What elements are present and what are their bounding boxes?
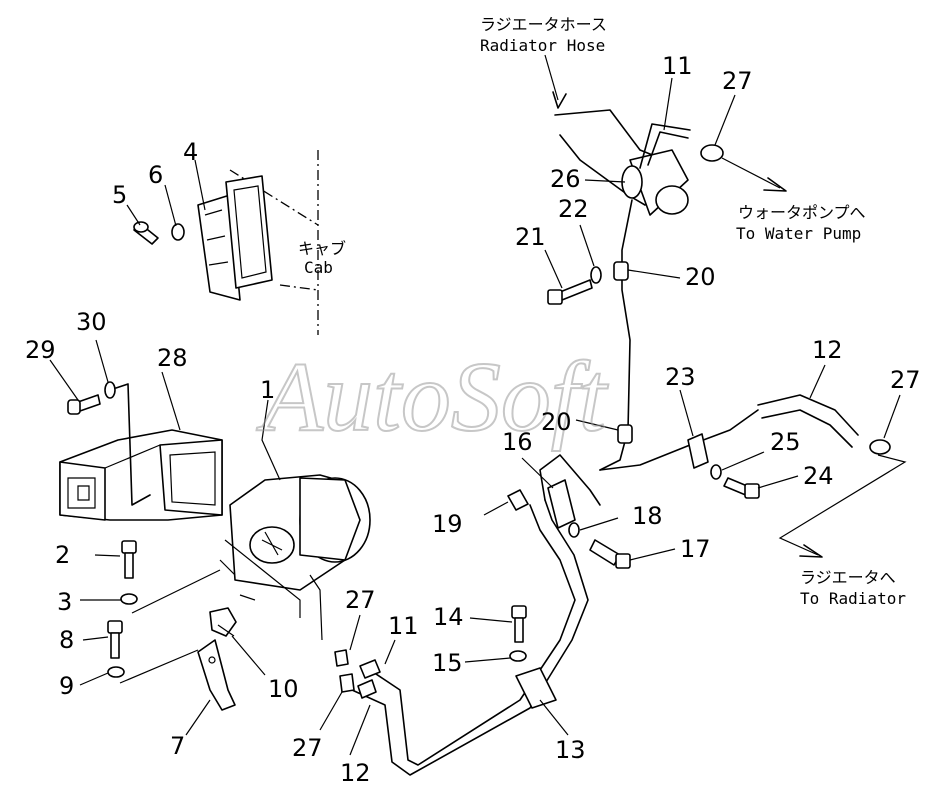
label-water-pump-en: To Water Pump bbox=[736, 224, 861, 243]
part-5-screw bbox=[133, 221, 159, 245]
part-2-bolt bbox=[121, 540, 137, 579]
label-radiator-jp: ラジエータへ bbox=[800, 568, 896, 587]
part-3-washer bbox=[120, 593, 138, 605]
callout-27-radiator: 27 bbox=[890, 366, 921, 394]
callout-21: 21 bbox=[515, 223, 546, 251]
callout-29: 29 bbox=[25, 336, 56, 364]
callout-4: 4 bbox=[183, 138, 198, 166]
callout-2: 2 bbox=[55, 541, 70, 569]
label-radiator-hose-jp: ラジエータホース bbox=[480, 15, 607, 34]
part-11-hose-end-lower bbox=[359, 659, 381, 679]
leader-bolt-2-to-heater bbox=[131, 569, 221, 614]
part-6-washer bbox=[171, 223, 185, 241]
callout-26: 26 bbox=[550, 165, 581, 193]
label-cab-jp: キャブ bbox=[298, 239, 346, 258]
part-27-clamp-upper-right bbox=[869, 439, 891, 455]
callout-3: 3 bbox=[57, 588, 72, 616]
arrow-radiator-hose bbox=[544, 54, 567, 109]
label-radiator-hose-en: Radiator Hose bbox=[480, 36, 605, 55]
part-22-washer bbox=[590, 266, 602, 284]
callout-1: 1 bbox=[260, 376, 275, 404]
part-12-hose-upper bbox=[599, 394, 859, 471]
part-20-clip-upper bbox=[613, 261, 629, 281]
callout-30: 30 bbox=[76, 308, 107, 336]
callout-7: 7 bbox=[170, 732, 185, 760]
callout-8: 8 bbox=[59, 626, 74, 654]
callout-13: 13 bbox=[555, 736, 586, 764]
callout-6: 6 bbox=[148, 161, 163, 189]
callout-27-pump: 27 bbox=[722, 67, 753, 95]
callout-5: 5 bbox=[112, 181, 127, 209]
callout-12-lower: 12 bbox=[340, 759, 371, 787]
part-23-clamp bbox=[687, 433, 709, 469]
part-18-washer bbox=[568, 522, 580, 538]
arrow-to-water-pump bbox=[721, 157, 787, 192]
callout-19: 19 bbox=[432, 510, 463, 538]
part-13-clamp bbox=[515, 667, 557, 709]
callout-23: 23 bbox=[665, 363, 696, 391]
part-11-pipe-upper bbox=[639, 123, 691, 169]
callout-16: 16 bbox=[502, 428, 533, 456]
label-water-pump-jp: ウォータポンプへ bbox=[738, 203, 866, 222]
leader-bolt-8-to-bracket bbox=[119, 649, 199, 684]
callout-27-upper-clip: 27 bbox=[345, 586, 376, 614]
leader-duct-mount bbox=[115, 383, 151, 506]
callout-17: 17 bbox=[680, 535, 711, 563]
callout-15: 15 bbox=[432, 649, 463, 677]
callout-20-upper: 20 bbox=[685, 263, 716, 291]
part-17-bolt bbox=[589, 539, 631, 569]
callout-10: 10 bbox=[268, 675, 299, 703]
callout-18: 18 bbox=[632, 502, 663, 530]
part-10-hose-clamp bbox=[209, 607, 237, 637]
radiator-hose bbox=[554, 109, 689, 216]
heater-tube bbox=[599, 199, 633, 471]
callout-12-upper: 12 bbox=[812, 336, 843, 364]
callout-20-lower: 20 bbox=[541, 408, 572, 436]
cab-wall-outline bbox=[229, 150, 319, 335]
part-30-washer bbox=[104, 381, 116, 399]
part-20-clip-lower bbox=[617, 424, 633, 444]
part-16-clamp bbox=[547, 479, 576, 529]
leader-lines bbox=[49, 77, 901, 756]
callout-14: 14 bbox=[433, 603, 464, 631]
part-14-bolt bbox=[511, 605, 527, 643]
callout-11-upper: 11 bbox=[662, 52, 693, 80]
part-28-air-duct bbox=[59, 429, 223, 521]
callout-9: 9 bbox=[59, 672, 74, 700]
part-27-clips-lower bbox=[334, 649, 355, 693]
callout-11-lower: 11 bbox=[388, 612, 419, 640]
callout-22: 22 bbox=[558, 195, 589, 223]
callout-numbers: 1 2 3 4 5 6 7 8 9 10 11 11 12 12 13 14 1… bbox=[25, 52, 921, 787]
part-1-heater-unit bbox=[219, 474, 371, 641]
part-21-bolt bbox=[547, 279, 593, 305]
label-cab-en: Cab bbox=[304, 258, 333, 277]
callout-27-lower-clip: 27 bbox=[292, 734, 323, 762]
part-19-spacer bbox=[507, 489, 529, 511]
callout-28: 28 bbox=[157, 344, 188, 372]
watermark-text: AutoSoft bbox=[256, 341, 609, 452]
part-24-bolt bbox=[723, 477, 760, 499]
part-25-washer bbox=[710, 464, 722, 480]
part-7-bracket bbox=[197, 639, 236, 711]
label-radiator-en: To Radiator bbox=[800, 589, 906, 608]
part-12-hose-end-lower bbox=[357, 679, 377, 699]
callout-24: 24 bbox=[803, 462, 834, 490]
part-9-washer bbox=[107, 666, 125, 678]
part-27-clamp-pump bbox=[700, 144, 724, 162]
part-29-bolt bbox=[67, 394, 101, 415]
part-15-washer bbox=[509, 650, 527, 662]
arrow-to-radiator bbox=[778, 454, 907, 558]
part-4-cover-plate bbox=[197, 175, 273, 301]
part-8-bolt bbox=[107, 620, 123, 659]
callout-25: 25 bbox=[770, 428, 801, 456]
